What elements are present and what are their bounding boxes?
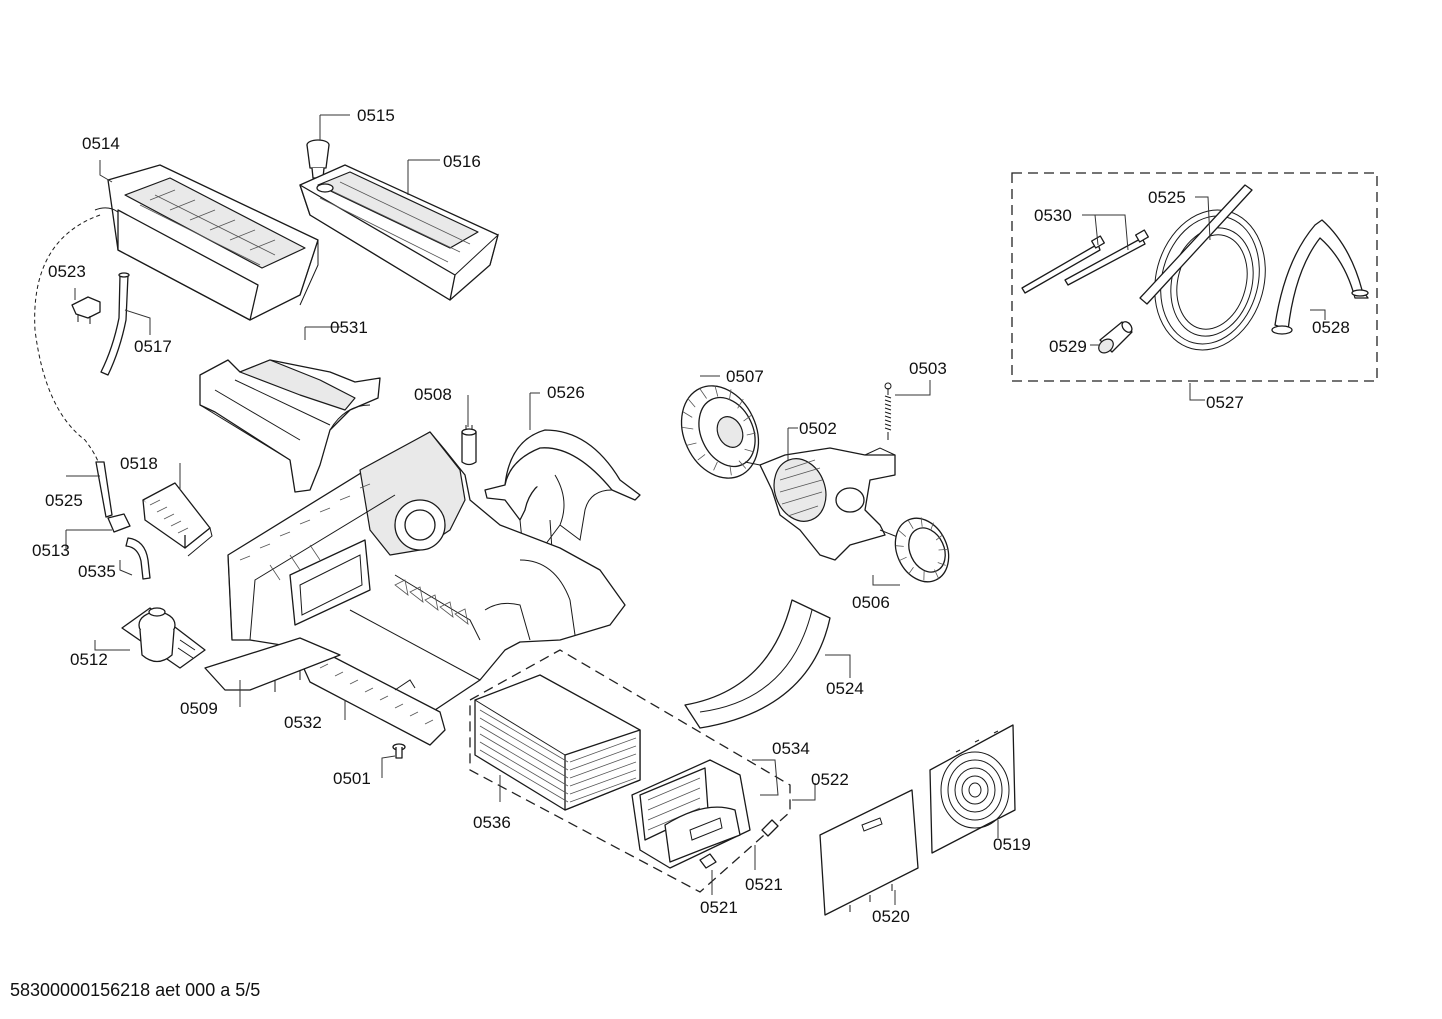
part-0528-bracket[interactable]	[1271, 219, 1369, 335]
base-frame	[227, 431, 626, 713]
label-0534: 0534	[772, 739, 810, 758]
part-0502-motor[interactable]	[744, 447, 901, 561]
label-0521-right: 0521	[745, 875, 783, 894]
part-0512-pump[interactable]	[121, 607, 206, 669]
part-labels: 0514 0515 0516 0523 0517 0531 0508 0526 …	[32, 106, 1350, 926]
leader-lines	[65, 114, 1326, 905]
label-0528: 0528	[1312, 318, 1350, 337]
label-0513: 0513	[32, 541, 70, 560]
assembly-0522-outline	[469, 649, 791, 893]
label-0523: 0523	[48, 262, 86, 281]
part-0521-clip-a[interactable]	[699, 853, 717, 869]
part-0506-small-fan[interactable]	[885, 510, 958, 591]
label-0514: 0514	[82, 134, 120, 153]
label-0532: 0532	[284, 713, 322, 732]
label-0525-left: 0525	[45, 491, 83, 510]
part-0530-cable-tie-a[interactable]	[1021, 235, 1105, 294]
label-0531: 0531	[330, 318, 368, 337]
part-0530-cable-tie-b[interactable]	[1064, 229, 1149, 286]
label-0515: 0515	[357, 106, 395, 125]
part-0503-spring[interactable]	[884, 382, 892, 440]
label-0519: 0519	[993, 835, 1031, 854]
part-0507-fan-impeller[interactable]	[667, 373, 773, 490]
part-0513-connector[interactable]	[107, 513, 131, 533]
part-0516-container-lid[interactable]	[299, 164, 499, 301]
label-0536: 0536	[473, 813, 511, 832]
part-0518-cover[interactable]	[142, 482, 213, 557]
part-0534-filter-box[interactable]	[631, 759, 751, 869]
label-0530: 0530	[1034, 206, 1072, 225]
label-0508: 0508	[414, 385, 452, 404]
part-0501-screw[interactable]	[392, 743, 406, 759]
part-0535-hose-piece[interactable]	[125, 537, 151, 580]
part-0526-fan-housing[interactable]	[484, 429, 641, 551]
label-0520: 0520	[872, 907, 910, 926]
part-0509-flap[interactable]	[204, 637, 341, 692]
part-0520-panel[interactable]	[819, 789, 919, 916]
part-0531-air-duct[interactable]	[199, 359, 381, 493]
label-0521-left: 0521	[700, 898, 738, 917]
label-0506: 0506	[852, 593, 890, 612]
label-0512: 0512	[70, 650, 108, 669]
part-0521-clip-b[interactable]	[761, 819, 779, 837]
label-0518: 0518	[120, 454, 158, 473]
kit-0527-outline	[1011, 172, 1378, 382]
document-footer-id: 58300000156218 aet 000 a 5/5	[10, 980, 261, 1000]
part-0523-clip[interactable]	[71, 296, 101, 324]
part-0514-water-container[interactable]	[94, 164, 319, 321]
label-0501: 0501	[333, 769, 371, 788]
part-0515-filler-cap[interactable]	[306, 139, 330, 179]
label-0529: 0529	[1049, 337, 1087, 356]
part-0524-seal[interactable]	[684, 599, 831, 729]
part-0517-drain-hose[interactable]	[100, 272, 130, 376]
part-0525-coiled-tube[interactable]	[1139, 184, 1280, 363]
label-0525-kit: 0525	[1148, 188, 1186, 207]
label-0535: 0535	[78, 562, 116, 581]
label-0516: 0516	[443, 152, 481, 171]
label-0524: 0524	[826, 679, 864, 698]
label-0527: 0527	[1206, 393, 1244, 412]
label-0526: 0526	[547, 383, 585, 402]
part-0525-tube[interactable]	[95, 461, 113, 518]
label-0509: 0509	[180, 699, 218, 718]
part-0508-capacitor[interactable]	[461, 425, 477, 466]
label-0507: 0507	[726, 367, 764, 386]
label-0503: 0503	[909, 359, 947, 378]
label-0522: 0522	[811, 770, 849, 789]
part-0529-nozzle[interactable]	[1096, 320, 1134, 356]
part-0536-heat-exchanger[interactable]	[474, 674, 641, 811]
label-0517: 0517	[134, 337, 172, 356]
label-0502: 0502	[799, 419, 837, 438]
part-0519-front-grille[interactable]	[929, 724, 1016, 854]
part-0525-tube-route	[34, 214, 101, 471]
